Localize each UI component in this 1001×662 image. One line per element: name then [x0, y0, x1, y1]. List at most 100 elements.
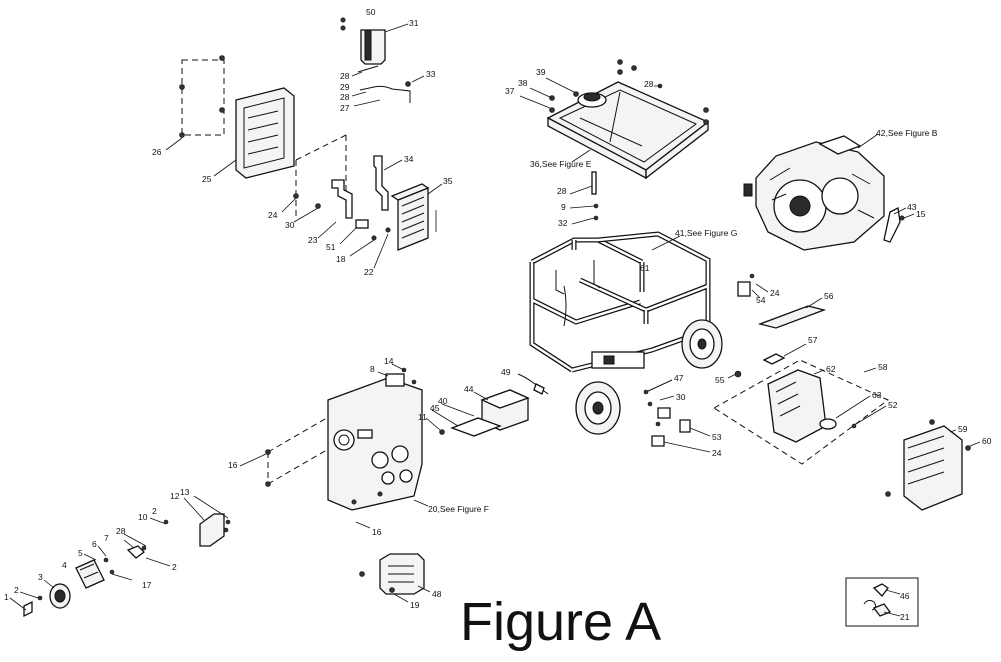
- part-8-switch: [377, 363, 417, 387]
- callout-50: 50: [366, 7, 376, 17]
- callout-25: 25: [202, 174, 212, 184]
- callout-4: 4: [62, 560, 67, 570]
- part-35-module: [339, 155, 443, 269]
- callout-27: 27: [340, 103, 350, 113]
- callout-16: 16: [372, 527, 382, 537]
- callout-22: 22: [364, 267, 374, 277]
- callout-61: 61: [640, 263, 650, 273]
- callout-59: 59: [958, 424, 968, 434]
- callout-56: 56: [824, 291, 834, 301]
- callout-41: 41,See Figure G: [675, 228, 737, 238]
- part-43-choke-link: [883, 207, 915, 243]
- callout-1: 1: [4, 592, 9, 602]
- part-36-fuel-tank: [519, 59, 710, 180]
- part-23-bracket: [281, 134, 353, 239]
- part-41-frame: [529, 231, 711, 373]
- part-47-rod: [643, 379, 673, 395]
- callout-33: 33: [426, 69, 436, 79]
- part-frame-wheels: [575, 319, 723, 435]
- callout-49: 49: [501, 367, 511, 377]
- part-20-control-panel: [239, 377, 429, 529]
- part-56-label: [757, 297, 827, 329]
- callout-2: 2: [14, 585, 19, 595]
- part-48-module: [359, 553, 431, 603]
- callout-6: 6: [92, 539, 97, 549]
- part-27-fuel-line: [351, 65, 425, 107]
- callout-20: 20,See Figure F: [428, 504, 489, 514]
- callout-10: 10: [138, 512, 148, 522]
- part-59-housing: [885, 419, 981, 511]
- callout-15: 15: [916, 209, 926, 219]
- callout-labels: 50 31 28 29 28 27 33 26 25 24 30 23 34 3…: [4, 7, 992, 622]
- part-49-cable: [517, 373, 549, 395]
- callout-9: 9: [561, 202, 566, 212]
- callout-28: 28: [557, 186, 567, 196]
- part-inset-box: [845, 577, 919, 627]
- part-fuel-pickup: [569, 171, 599, 225]
- callout-42: 42,See Figure B: [876, 128, 938, 138]
- callout-30: 30: [676, 392, 686, 402]
- callout-19: 19: [410, 600, 420, 610]
- callout-38: 38: [518, 78, 528, 88]
- callout-58: 58: [878, 362, 888, 372]
- part-54-mount: [737, 273, 769, 299]
- callout-60: 60: [982, 436, 992, 446]
- callout-52: 52: [888, 400, 898, 410]
- part-53-brackets: [647, 395, 711, 453]
- callout-47: 47: [674, 373, 684, 383]
- part-small-components: [9, 495, 231, 618]
- callout-3: 3: [38, 572, 43, 582]
- callout-7: 7: [104, 533, 109, 543]
- callout-13: 13: [180, 487, 190, 497]
- callout-28: 28: [340, 71, 350, 81]
- callout-28: 28: [340, 92, 350, 102]
- callout-48: 48: [432, 589, 442, 599]
- callout-35: 35: [443, 176, 453, 186]
- callout-43: 43: [907, 202, 917, 212]
- callout-36: 36,See Figure E: [530, 159, 592, 169]
- callout-39: 39: [536, 67, 546, 77]
- callout-46: 46: [900, 591, 910, 601]
- callout-34: 34: [404, 154, 414, 164]
- part-58-assembly: [713, 343, 889, 465]
- callout-12: 12: [170, 491, 180, 501]
- callout-8: 8: [370, 364, 375, 374]
- part-25-cover-panel: [165, 55, 295, 179]
- callout-30: 30: [285, 220, 295, 230]
- callout-18: 18: [336, 254, 346, 264]
- callout-26: 26: [152, 147, 162, 157]
- callout-29: 29: [340, 82, 350, 92]
- callout-53: 53: [712, 432, 722, 442]
- callout-24: 24: [770, 288, 780, 298]
- figure-title: Figure A: [460, 592, 661, 652]
- part-31-filter: [340, 17, 409, 65]
- callout-17: 17: [142, 580, 152, 590]
- callout-32: 32: [558, 218, 568, 228]
- callout-51: 51: [326, 242, 336, 252]
- callout-63: 63: [872, 390, 882, 400]
- callout-16: 16: [228, 460, 238, 470]
- part-42-engine: [743, 133, 885, 251]
- callout-5: 5: [78, 548, 83, 558]
- part-44-battery: [425, 389, 530, 437]
- callout-28: 28: [644, 79, 654, 89]
- callout-57: 57: [808, 335, 818, 345]
- callout-54: 54: [756, 295, 766, 305]
- callout-24: 24: [268, 210, 278, 220]
- callout-44: 44: [464, 384, 474, 394]
- callout-14: 14: [384, 356, 394, 366]
- callout-37: 37: [505, 86, 515, 96]
- callout-11: 11: [418, 412, 427, 422]
- callout-55: 55: [715, 375, 725, 385]
- callout-2: 2: [172, 562, 177, 572]
- callout-23: 23: [308, 235, 318, 245]
- callout-40: 40: [438, 396, 448, 406]
- callout-45: 45: [430, 403, 440, 413]
- callout-21: 21: [900, 612, 910, 622]
- callout-28: 28: [116, 526, 126, 536]
- callout-62: 62: [826, 364, 836, 374]
- callout-24: 24: [712, 448, 722, 458]
- callout-2: 2: [152, 506, 157, 516]
- callout-31: 31: [409, 18, 419, 28]
